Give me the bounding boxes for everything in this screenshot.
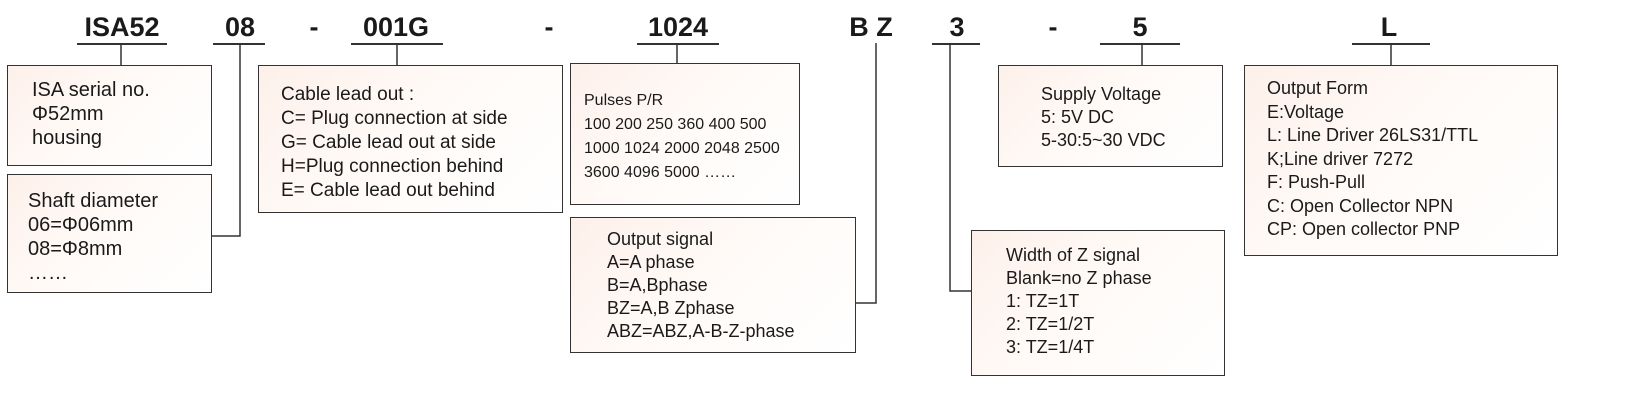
pulses-line-3: 1000 1024 2000 2048 2500 bbox=[584, 140, 780, 157]
supply-line-2: 5: 5V DC bbox=[1041, 107, 1115, 127]
shaft-line-3: 08=Φ8mm bbox=[28, 238, 123, 260]
output-signal-box: Output signal A=A phase B=A,Bphase BZ=A,… bbox=[570, 217, 856, 353]
pulses-line-1: Pulses P/R bbox=[584, 92, 664, 109]
output-line-5: F: Push-Pull bbox=[1267, 172, 1366, 192]
zwidth-line-3: 1: TZ=1T bbox=[1006, 291, 1080, 311]
cable-line-2: C= Plug connection at side bbox=[281, 108, 508, 129]
pulses-box: Pulses P/R 100 200 250 360 400 500 1000 … bbox=[570, 63, 800, 205]
code-pulses-underline bbox=[637, 43, 719, 45]
zwidth-line-1: Width of Z signal bbox=[1006, 245, 1141, 265]
shaft-line-2: 06=Φ06mm bbox=[28, 214, 134, 236]
shaft-diameter-box: Shaft diameter 06=Φ06mm 08=Φ8mm …… bbox=[7, 174, 212, 293]
zwidth-line-2: Blank=no Z phase bbox=[1006, 268, 1152, 288]
pulses-line-4: 3600 4096 5000 …… bbox=[584, 164, 737, 181]
isa-line-2: Φ52mm bbox=[32, 103, 104, 125]
output-form-box: Output Form E:Voltage L: Line Driver 26L… bbox=[1244, 65, 1558, 256]
code-zwidth: 3 bbox=[949, 12, 965, 42]
code-cable: 001G bbox=[362, 12, 430, 42]
code-voltage: 5 bbox=[1132, 12, 1148, 42]
cable-line-3: G= Cable lead out at side bbox=[281, 132, 496, 153]
shaft-line-4: …… bbox=[28, 262, 68, 284]
signal-line-4: BZ=A,B Zphase bbox=[607, 298, 735, 318]
signal-line-1: Output signal bbox=[607, 229, 714, 249]
cable-line-1: Cable lead out : bbox=[281, 84, 415, 105]
output-line-2: E:Voltage bbox=[1267, 101, 1345, 122]
signal-line-3: B=A,Bphase bbox=[607, 275, 708, 295]
connector-zwidth bbox=[949, 43, 971, 292]
connector-shaft bbox=[212, 43, 241, 237]
supply-line-3: 5-30:5~30 VDC bbox=[1041, 130, 1166, 150]
code-voltage-underline bbox=[1100, 43, 1180, 45]
cable-lead-out-box: Cable lead out : C= Plug connection at s… bbox=[258, 65, 563, 213]
isa-line-1: ISA serial no. bbox=[32, 79, 150, 101]
output-line-7: CP: Open collector PNP bbox=[1267, 219, 1461, 239]
code-shaft: 08 bbox=[224, 12, 256, 42]
supply-voltage-box: Supply Voltage 5: 5V DC 5-30:5~30 VDC bbox=[998, 65, 1223, 167]
signal-line-5: ABZ=ABZ,A-B-Z-phase bbox=[607, 321, 795, 341]
code-dash-2: - bbox=[544, 12, 554, 42]
cable-line-5: E= Cable lead out behind bbox=[281, 180, 495, 201]
code-shaft-underline bbox=[213, 43, 265, 45]
code-dash-1: - bbox=[309, 12, 319, 42]
signal-line-2: A=A phase bbox=[607, 252, 695, 272]
code-dash-3: - bbox=[1048, 12, 1058, 42]
zwidth-line-4: 2: TZ=1/2T bbox=[1006, 314, 1095, 334]
supply-line-1: Supply Voltage bbox=[1041, 84, 1162, 104]
output-line-1: Output Form bbox=[1267, 78, 1369, 98]
code-pulses: 1024 bbox=[647, 12, 709, 42]
z-signal-width-box: Width of Z signal Blank=no Z phase 1: TZ… bbox=[971, 230, 1225, 376]
zwidth-line-5: 3: TZ=1/4T bbox=[1006, 337, 1095, 357]
cable-line-4: H=Plug connection behind bbox=[281, 156, 504, 177]
isa-line-3: housing bbox=[32, 127, 103, 149]
connector-signal bbox=[855, 43, 877, 304]
isa-serial-box: ISA serial no. Φ52mm housing bbox=[7, 65, 212, 166]
code-output: L bbox=[1380, 12, 1398, 42]
output-line-3: L: Line Driver 26LS31/TTL bbox=[1267, 125, 1479, 145]
output-line-4: K;Line driver 7272 bbox=[1267, 148, 1414, 169]
pulses-line-2: 100 200 250 360 400 500 bbox=[584, 116, 767, 133]
code-series-underline bbox=[77, 43, 167, 45]
code-series: ISA52 bbox=[84, 12, 160, 42]
output-line-6: C: Open Collector NPN bbox=[1267, 195, 1454, 216]
code-zwidth-underline bbox=[932, 43, 980, 45]
code-signal: B Z bbox=[849, 12, 893, 42]
shaft-line-1: Shaft diameter bbox=[28, 190, 159, 212]
